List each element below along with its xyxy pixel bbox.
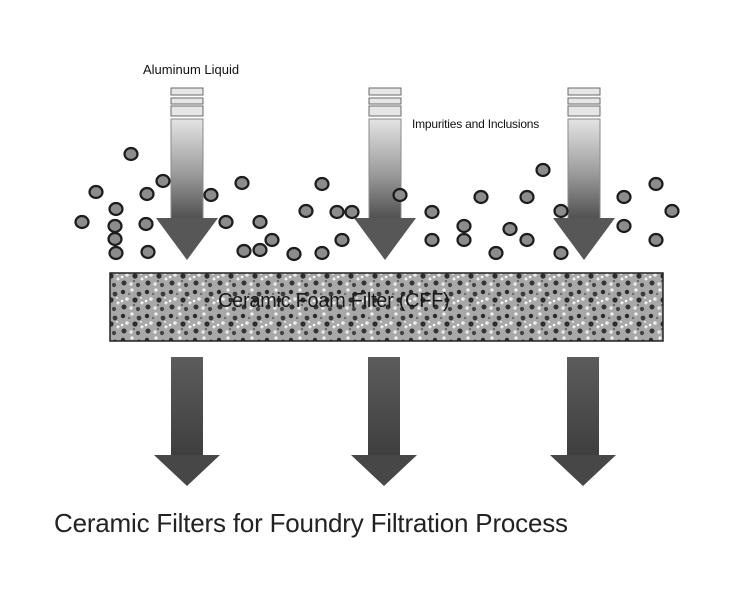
impurity-particle <box>519 232 535 248</box>
impurity-particle <box>74 214 90 230</box>
impurities-label: Impurities and Inclusions <box>412 117 540 131</box>
impurity-particle <box>286 246 302 262</box>
impurity-particle <box>123 146 139 162</box>
impurity-particle <box>488 245 504 261</box>
impurity-particle <box>424 204 440 220</box>
impurity-particle <box>456 218 472 234</box>
impurity-particle <box>252 242 268 258</box>
impurity-particle <box>108 245 124 261</box>
impurity-particle <box>616 189 632 205</box>
impurity-particle <box>252 214 268 230</box>
impurity-particles <box>74 146 680 262</box>
impurity-particle <box>155 173 171 189</box>
filter-label: Ceramic Foam Filter (CFF) <box>218 290 450 312</box>
impurity-particle <box>264 232 280 248</box>
impurity-particle <box>664 203 680 219</box>
impurity-particle <box>107 218 123 234</box>
impurity-particle <box>424 232 440 248</box>
impurity-particle <box>329 204 345 220</box>
impurity-particle <box>234 175 250 191</box>
impurity-particle <box>553 245 569 261</box>
impurity-particle <box>535 162 551 178</box>
impurity-particle <box>108 201 124 217</box>
impurity-particle <box>298 203 314 219</box>
impurity-particle <box>314 245 330 261</box>
impurity-particle <box>648 176 664 192</box>
impurity-particle <box>140 244 156 260</box>
outlet-arrow-1 <box>154 357 220 486</box>
inlet-arrows <box>156 87 615 260</box>
impurity-particle <box>139 186 155 202</box>
inlet-arrow-1 <box>156 87 218 260</box>
impurity-particle <box>138 216 154 232</box>
impurity-particle <box>236 243 252 259</box>
impurity-particle <box>473 189 489 205</box>
impurity-particle <box>519 189 535 205</box>
impurity-particle <box>502 221 518 237</box>
aluminum-liquid-label: Aluminum Liquid <box>143 62 240 77</box>
inlet-arrow-3 <box>553 87 615 260</box>
impurity-particle <box>616 218 632 234</box>
impurity-particle <box>456 232 472 248</box>
outlet-arrows <box>154 357 616 486</box>
ceramic-foam-filter <box>109 272 664 342</box>
impurity-particle <box>218 214 234 230</box>
impurity-particle <box>392 187 408 203</box>
impurity-particle <box>334 232 350 248</box>
impurity-particle <box>344 204 360 220</box>
impurity-particle <box>314 176 330 192</box>
impurity-particle <box>648 232 664 248</box>
impurity-particle <box>203 187 219 203</box>
impurity-particle <box>88 184 104 200</box>
diagram-caption: Ceramic Filters for Foundry Filtration P… <box>54 508 568 538</box>
outlet-arrow-3 <box>550 357 616 486</box>
inlet-arrow-2 <box>354 87 416 260</box>
outlet-arrow-2 <box>351 357 417 486</box>
impurity-particle <box>553 203 569 219</box>
impurity-particle <box>107 231 123 247</box>
